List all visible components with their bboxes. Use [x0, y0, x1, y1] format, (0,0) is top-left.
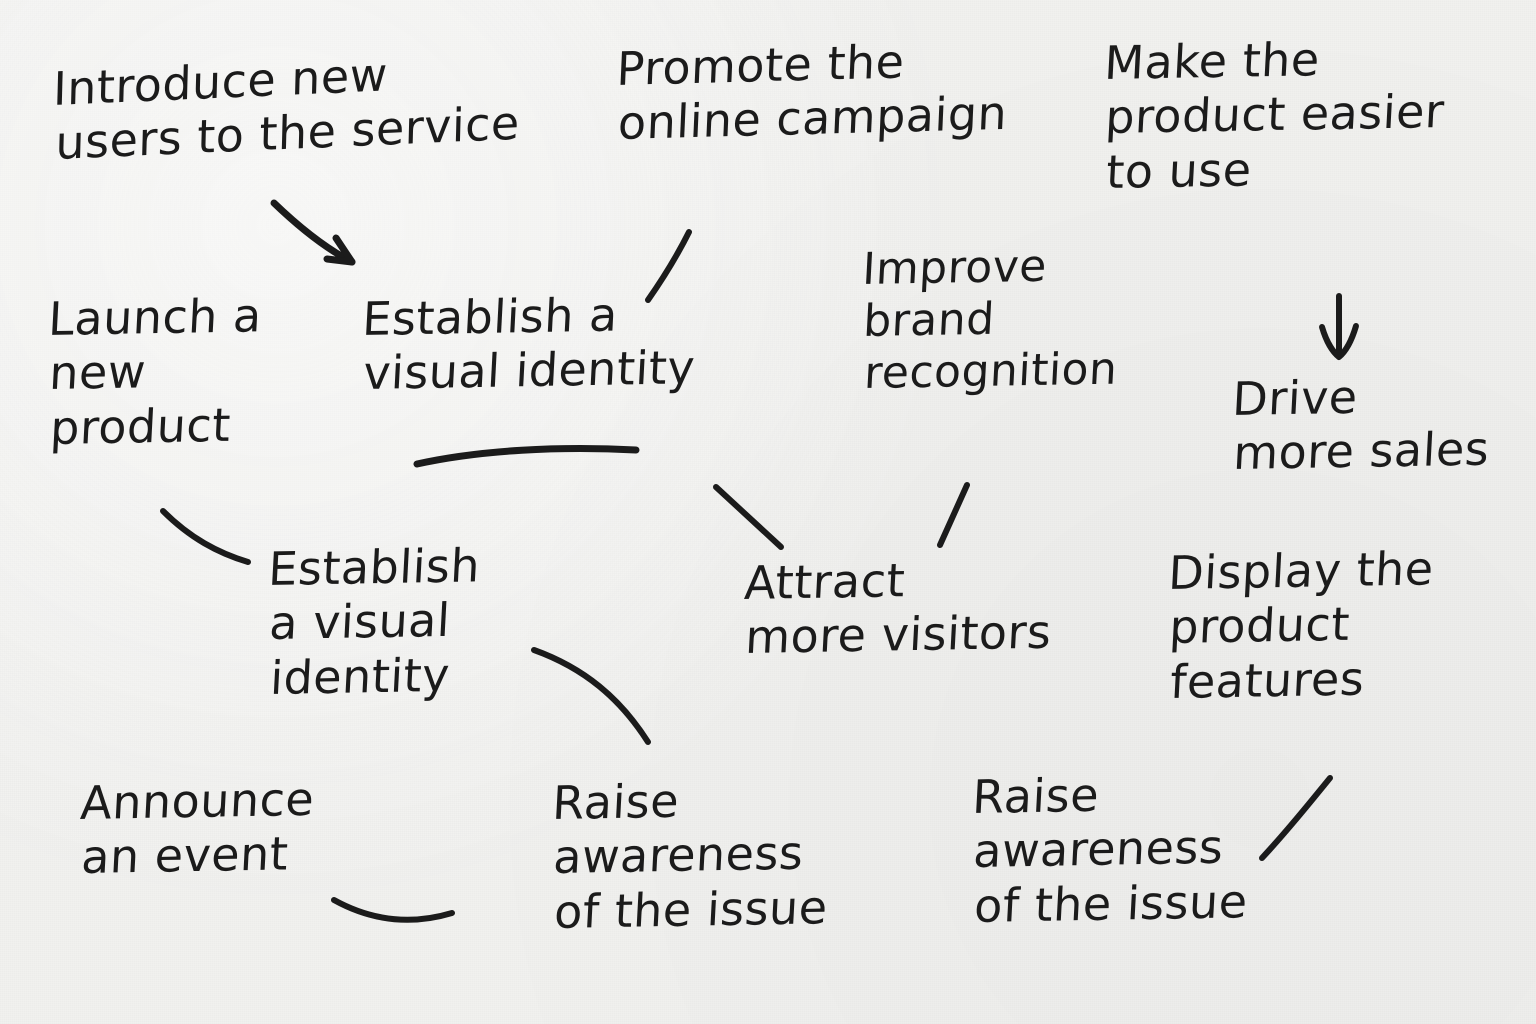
- stroke-stroke-launch-to-establish2: [160, 508, 251, 565]
- note-line: Announce: [79, 771, 316, 831]
- note-line: online campaign: [616, 86, 1009, 151]
- note-line: awareness: [972, 819, 1225, 879]
- note-line: new: [48, 344, 148, 401]
- note-line: Attract: [743, 553, 907, 611]
- stroke-stroke-announce-event: [331, 897, 455, 923]
- note-line: more sales: [1232, 421, 1491, 481]
- note-line: to use: [1104, 141, 1254, 199]
- note-line: Establish a: [361, 287, 620, 347]
- note-line: visual identity: [362, 340, 697, 401]
- note-line: brand: [862, 293, 997, 347]
- note-line: recognition: [862, 343, 1119, 399]
- note-line: Raise: [551, 773, 681, 831]
- note-line: identity: [268, 647, 452, 705]
- arrowhead-arrow-down-to-drive-sales: [1319, 323, 1359, 360]
- note-line: features: [1168, 651, 1366, 709]
- stroke-stroke-raise2-to-display: [1259, 775, 1333, 861]
- stroke-stroke-establish2-to-raise1: [531, 647, 651, 745]
- stroke-stroke-establish1-to-attract: [713, 484, 784, 550]
- stroke-stroke-improve-to-attract: [937, 482, 970, 548]
- arrowhead-arrow-introduce-to-establish: [323, 234, 356, 266]
- note-line: awareness: [552, 825, 805, 885]
- note-line: product: [48, 397, 233, 455]
- note-line: of the issue: [552, 879, 829, 939]
- note-line: more visitors: [744, 604, 1053, 665]
- note-line: product: [1168, 597, 1352, 655]
- note-line: Drive: [1231, 369, 1360, 427]
- stroke-arrow-introduce-to-establish: [270, 199, 356, 266]
- note-line: an event: [80, 826, 290, 885]
- note-line: Raise: [971, 767, 1101, 825]
- note-line: Improve: [861, 240, 1049, 296]
- stroke-arrow-down-to-drive-sales: [1319, 293, 1359, 360]
- stroke-underline-establish-visual-identity-1: [413, 445, 640, 468]
- note-establish-visual-identity-1: Establish a visual identity: [361, 286, 697, 401]
- note-line: Make the: [1103, 32, 1322, 91]
- note-line: a visual: [268, 593, 452, 651]
- note-line: of the issue: [972, 873, 1249, 933]
- note-line: product easier: [1104, 84, 1446, 145]
- note-line: Establish: [267, 538, 482, 597]
- note-line: Launch a: [47, 288, 264, 347]
- note-line: Display the: [1167, 541, 1436, 601]
